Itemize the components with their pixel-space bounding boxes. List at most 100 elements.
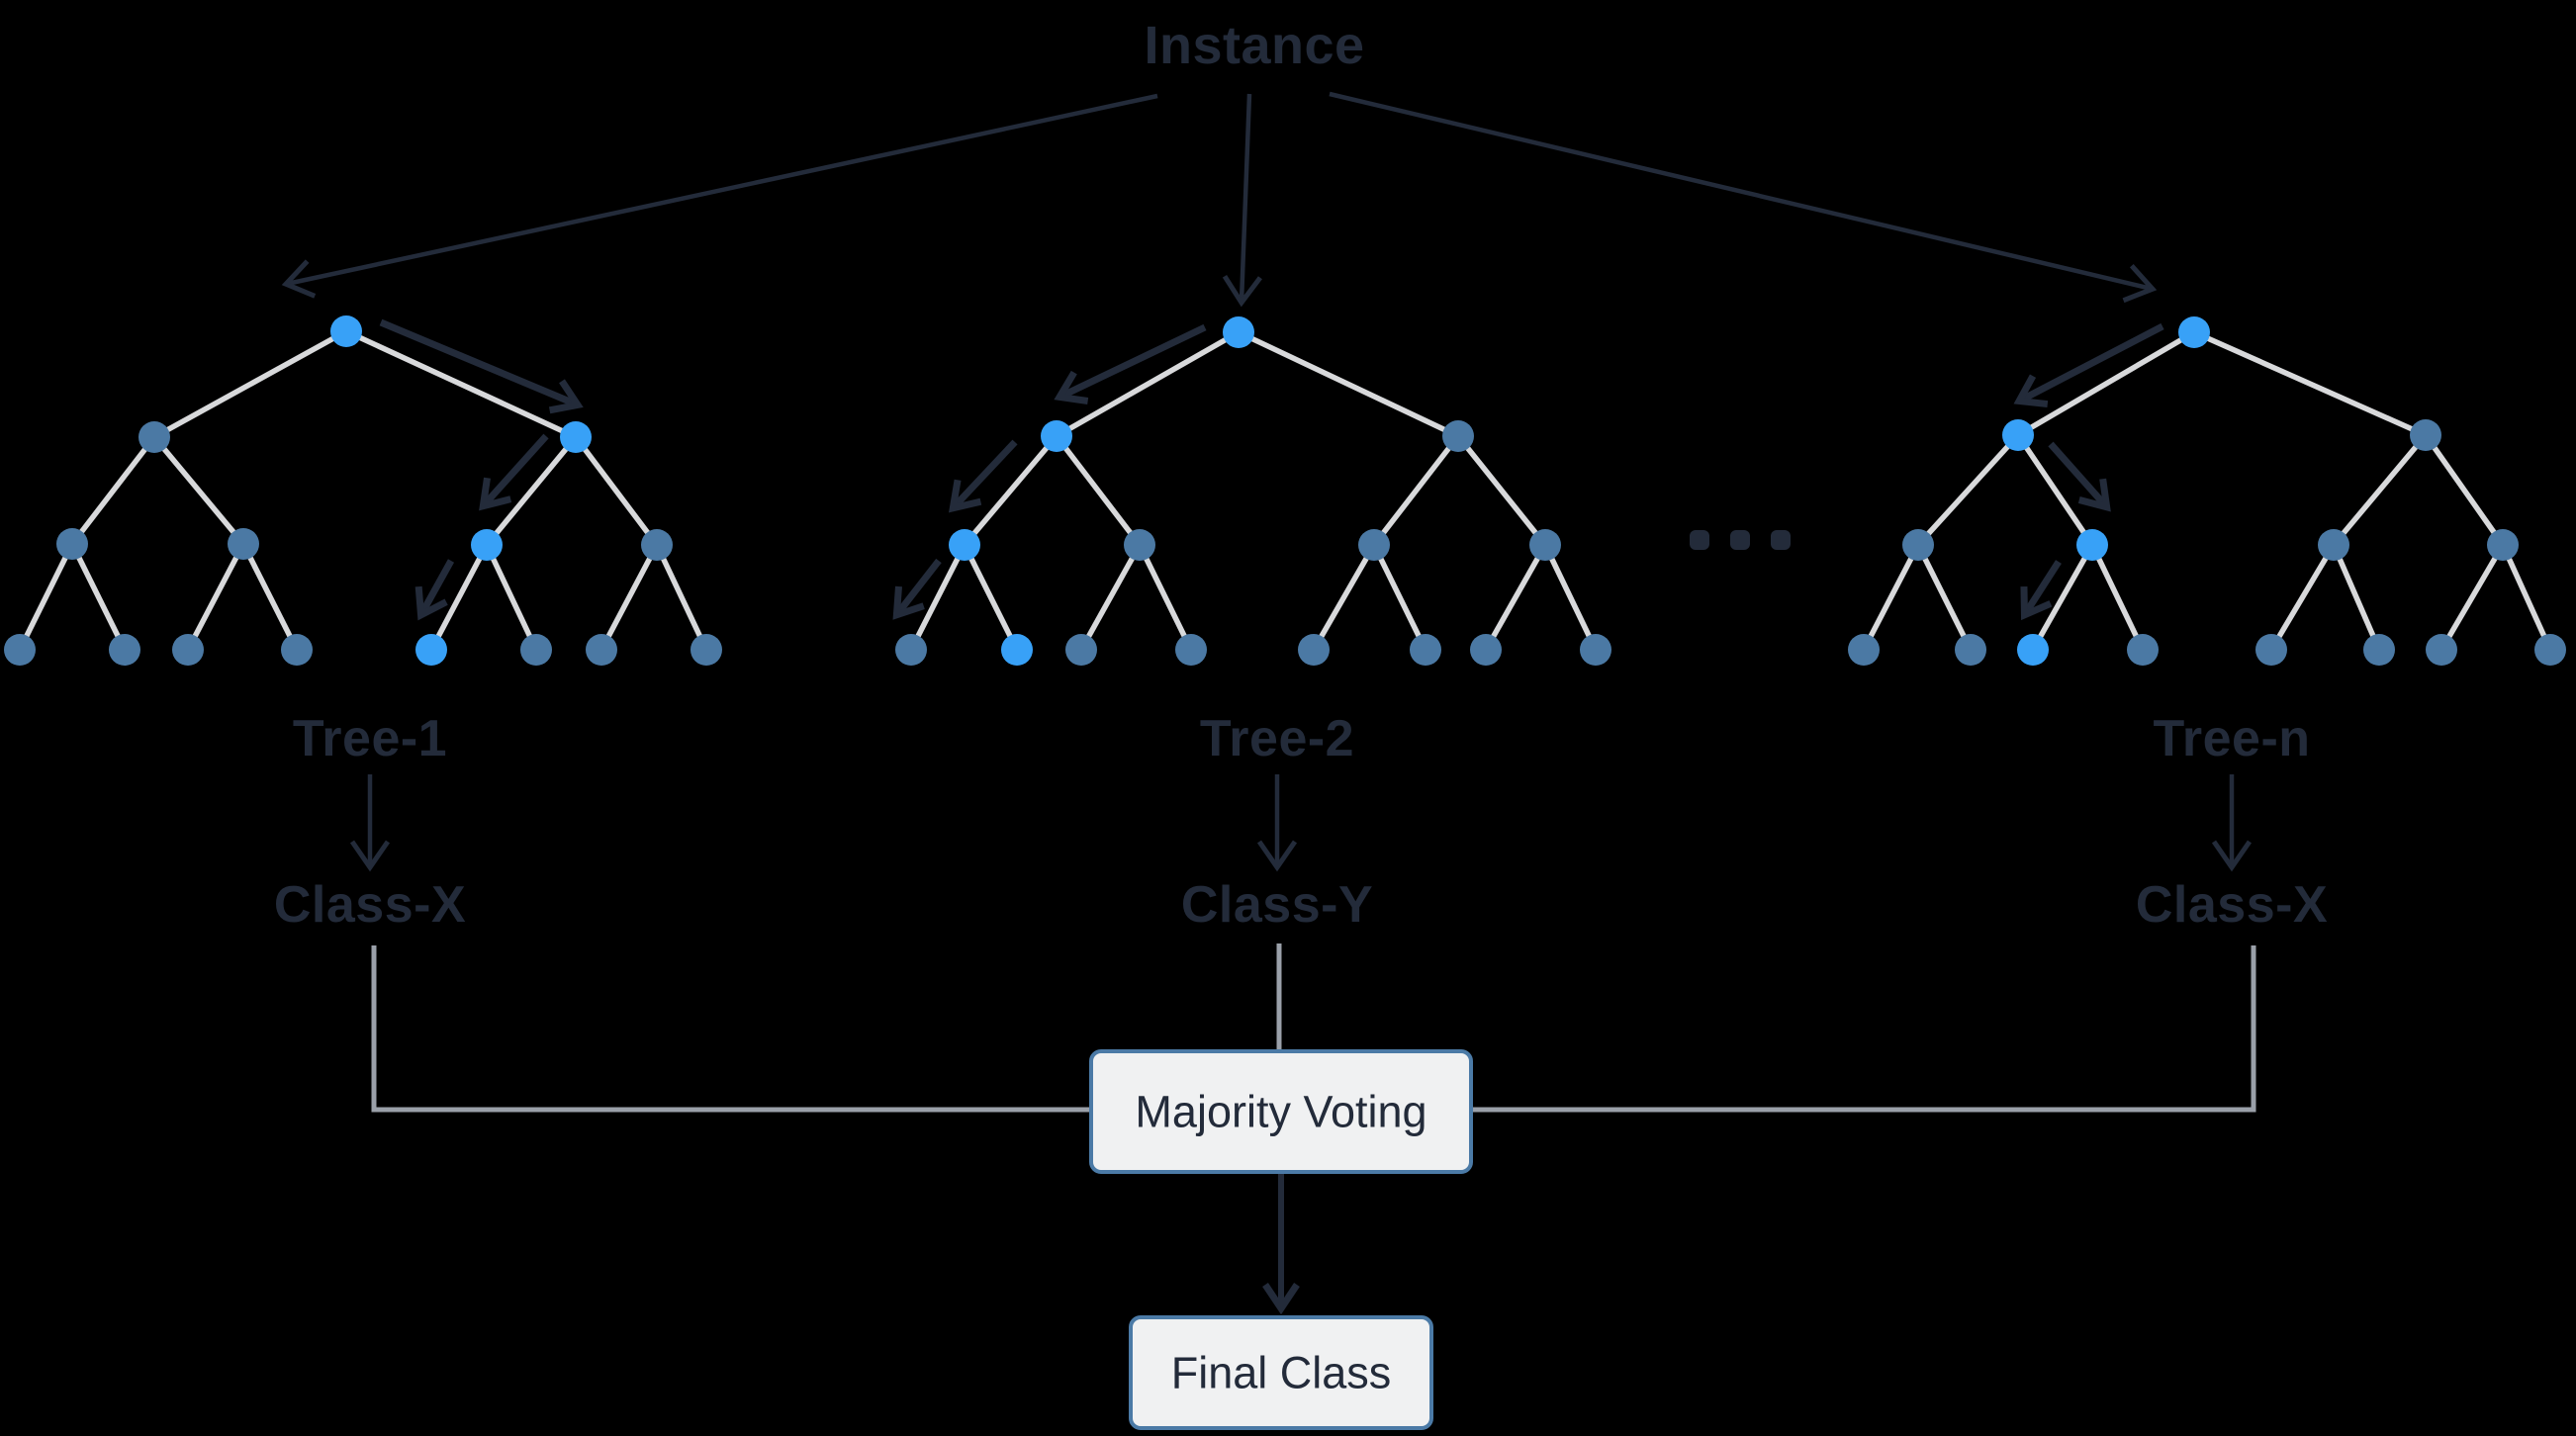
ellipsis-dot bbox=[1771, 530, 1791, 550]
tree-n-edge bbox=[2192, 329, 2428, 438]
tree-n-node bbox=[2255, 634, 2287, 666]
tree-1-edge bbox=[484, 543, 539, 652]
tree-2-node-active bbox=[1223, 316, 1254, 348]
tree-1-node bbox=[641, 529, 673, 561]
tree-n-edge bbox=[2438, 543, 2506, 652]
instance-arrow bbox=[1222, 93, 1262, 308]
tree-2-node bbox=[1470, 634, 1502, 666]
tree-2-edge bbox=[1542, 543, 1599, 652]
tree-n-node bbox=[2127, 634, 2159, 666]
tree-n-node bbox=[1848, 634, 1880, 666]
tree-2-edge bbox=[1078, 543, 1143, 652]
tree-n-edge bbox=[2268, 543, 2337, 652]
tree-2-node bbox=[1580, 634, 1611, 666]
tree-1-edge bbox=[598, 543, 660, 652]
tree-2-decision-path-arrow bbox=[1054, 323, 1207, 404]
final-class-box bbox=[1129, 1315, 1433, 1430]
tree-2-decision-path-arrow bbox=[892, 558, 942, 620]
tree-2-edge bbox=[1371, 543, 1428, 652]
tree-1-node bbox=[109, 634, 140, 666]
tree-2-edge bbox=[1237, 329, 1460, 439]
tree-n-node bbox=[2487, 529, 2519, 561]
tree-1-node bbox=[281, 634, 313, 666]
tree-1-node-active bbox=[471, 529, 503, 561]
tree-1-decision-path-arrow bbox=[479, 433, 549, 511]
tree-n-edge bbox=[2089, 543, 2146, 652]
tree-1-edge bbox=[17, 542, 75, 652]
tree-1-edge bbox=[69, 435, 157, 546]
tree-1-node bbox=[520, 634, 552, 666]
voting-connector-left bbox=[371, 945, 1089, 1113]
tree-2-node-active bbox=[949, 529, 980, 561]
tree-n-node bbox=[1902, 529, 1934, 561]
ellipsis-dot bbox=[1730, 530, 1750, 550]
instance-arrow bbox=[1329, 91, 2158, 304]
tree-1-decision-path-arrow bbox=[379, 318, 584, 414]
tree-2-edge bbox=[1483, 543, 1548, 652]
tree-1-edge bbox=[152, 328, 348, 440]
tree-2-edge bbox=[1311, 543, 1377, 652]
tree-n-node-active bbox=[2017, 634, 2049, 666]
tree-n-edge bbox=[2423, 433, 2506, 547]
tree-1-node bbox=[586, 634, 617, 666]
tree-1-edge bbox=[428, 543, 490, 652]
tree-1-node-active bbox=[560, 421, 592, 453]
tree-1-edge bbox=[151, 435, 246, 546]
tree-1-node bbox=[4, 634, 36, 666]
tree-2-edge bbox=[1371, 434, 1461, 547]
tree-1-edge bbox=[654, 543, 709, 652]
tree-1-edge bbox=[240, 542, 300, 652]
tree-n-node bbox=[2534, 634, 2566, 666]
tree-n-decision-path-arrow bbox=[2048, 441, 2111, 512]
tree-n-node bbox=[2363, 634, 2395, 666]
tree-n-node bbox=[2426, 634, 2457, 666]
tree-2-node bbox=[1358, 529, 1390, 561]
tree-n-node bbox=[2318, 529, 2349, 561]
tree-1-node bbox=[138, 421, 170, 453]
tree-2-node-active bbox=[1041, 420, 1072, 452]
tree-n-edge bbox=[1915, 543, 1974, 652]
tree-1-edge bbox=[185, 542, 246, 652]
instance-arrow bbox=[281, 93, 1158, 299]
tree-n-node-active bbox=[2002, 419, 2034, 451]
tree-1-edge bbox=[69, 542, 128, 652]
tree-1-node-active bbox=[415, 634, 447, 666]
tree-1-edge bbox=[484, 435, 579, 547]
tree-n-decision-path-arrow bbox=[2020, 560, 2062, 621]
tree-2-decision-path-arrow bbox=[948, 439, 1018, 513]
tree-2-edge bbox=[1455, 434, 1548, 547]
tree-n-node bbox=[2410, 419, 2441, 451]
tree-n-node-active bbox=[2076, 529, 2108, 561]
tree-2-edge bbox=[1054, 434, 1143, 547]
tree-2-node bbox=[1442, 420, 1474, 452]
tree-2-edge bbox=[1137, 543, 1194, 652]
tree-n-edge bbox=[1861, 543, 1921, 652]
tree-2-node-active bbox=[1001, 634, 1033, 666]
tree-1-node bbox=[690, 634, 722, 666]
tree-n-decision-path-arrow bbox=[2013, 322, 2164, 408]
tree-2-node bbox=[1065, 634, 1097, 666]
tree-n-edge bbox=[2030, 543, 2095, 652]
tree-n-edge bbox=[2015, 433, 2095, 547]
tree-2-node bbox=[1410, 634, 1441, 666]
ellipsis-dot bbox=[1690, 530, 1709, 550]
tree-n-edge bbox=[2016, 329, 2196, 438]
tree-1-node bbox=[172, 634, 204, 666]
tree-1-node-active bbox=[330, 315, 362, 347]
tree-n-node-active bbox=[2178, 316, 2210, 348]
majority-voting-box bbox=[1089, 1049, 1473, 1174]
tree-2-node bbox=[1529, 529, 1561, 561]
voting-connector-right bbox=[1473, 945, 2256, 1113]
tree-2-node bbox=[1298, 634, 1330, 666]
tree-1-node bbox=[56, 528, 88, 560]
tree-2-edge bbox=[962, 434, 1059, 547]
tree-2-node bbox=[895, 634, 927, 666]
tree-n-node bbox=[1955, 634, 1986, 666]
tree-n-edge bbox=[2500, 543, 2553, 652]
tree-n-edge bbox=[2331, 433, 2429, 547]
tree-n-edge bbox=[2331, 543, 2382, 652]
tree-1-node bbox=[228, 528, 259, 560]
tree-1-edge bbox=[573, 435, 660, 547]
